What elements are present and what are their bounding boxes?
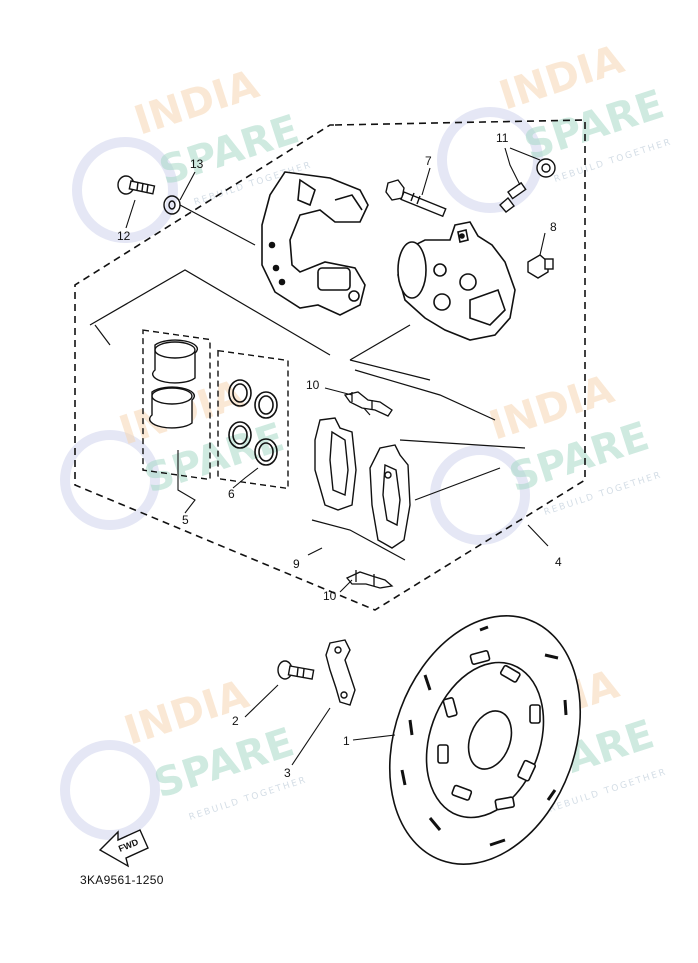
- disc-bolt-2-icon: [277, 660, 315, 680]
- forward-arrow-icon: FWD: [98, 829, 149, 868]
- caliper-assembly-boundary: [74, 119, 586, 611]
- caliper-bolt-7-icon: [385, 179, 447, 218]
- callout-labels: 1 2 3 4 5 6 7 8 9 10 10 11 12 13: [117, 131, 562, 780]
- callout-8: 8: [550, 220, 557, 234]
- watermark-middle-right: INDIA SPARE REBUILD TOGETHER: [430, 366, 663, 545]
- caliper-bracket-icon: [261, 171, 369, 316]
- pad-spring-10-bottom-icon: [345, 570, 394, 589]
- watermark-top-right: INDIA SPARE REBUILD TOGETHER: [437, 36, 673, 213]
- piston-5-icon: [148, 339, 199, 429]
- callout-13: 13: [190, 157, 204, 171]
- brake-pad-9-icon: [314, 417, 411, 549]
- callout-3: 3: [284, 766, 291, 780]
- pad-spring-10-top-icon: [343, 391, 393, 417]
- callout-10-top: 10: [306, 378, 320, 392]
- piston-group-box: [142, 329, 211, 481]
- callout-5: 5: [182, 513, 189, 527]
- assembly-guide-lines: [89, 204, 526, 561]
- bolt-12-icon: [117, 175, 156, 195]
- callout-9: 9: [293, 557, 300, 571]
- callout-6: 6: [228, 487, 235, 501]
- seal-6-icon: [228, 379, 278, 466]
- pin-8-icon: [527, 254, 554, 279]
- caliper-body-icon: [397, 221, 516, 341]
- callout-11: 11: [496, 131, 509, 145]
- lock-plate-3-icon: [325, 639, 356, 706]
- callout-2: 2: [232, 714, 239, 728]
- callout-12: 12: [117, 229, 131, 243]
- watermark-bottom-left: INDIA SPARE REBUILD TOGETHER: [60, 671, 308, 840]
- bleed-screw-11-icon: [499, 158, 556, 213]
- callout-7: 7: [425, 154, 432, 168]
- leader-lines: [125, 147, 549, 766]
- washer-13-icon: [163, 195, 181, 215]
- drawing-code: 3KA9561-1250: [80, 873, 164, 887]
- callout-4: 4: [555, 555, 562, 569]
- callout-1: 1: [343, 734, 350, 748]
- seal-group-box: [217, 349, 289, 490]
- brake-disc-1-icon: [388, 615, 582, 865]
- callout-10-bottom: 10: [323, 589, 337, 603]
